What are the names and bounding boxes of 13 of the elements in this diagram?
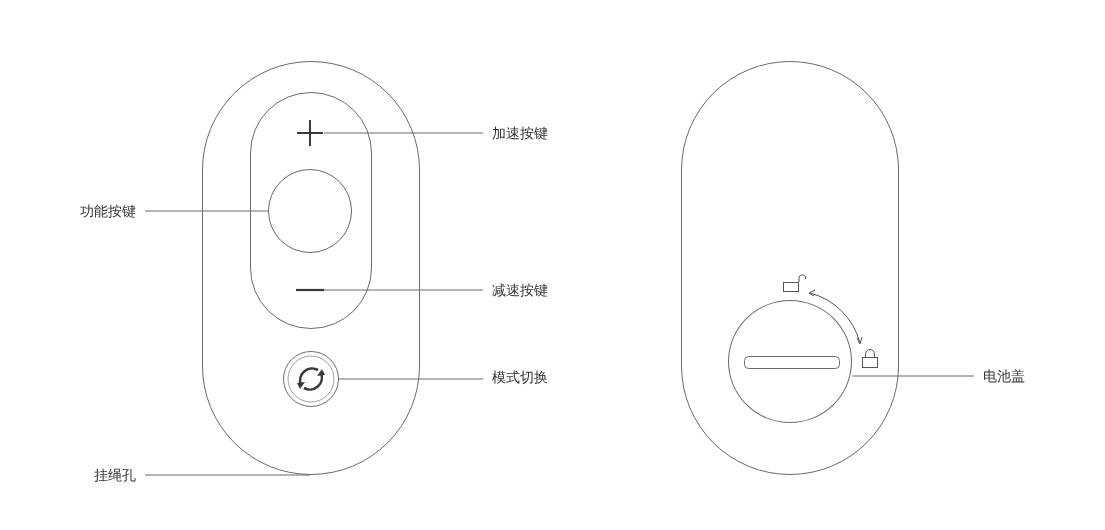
leader-line [338, 378, 484, 380]
leader-line [323, 289, 484, 291]
callout-label: 电池盖 [974, 366, 1044, 386]
leader-line [144, 474, 311, 476]
leader-line [323, 132, 484, 134]
leader-line [144, 210, 269, 212]
leader-line [851, 375, 975, 377]
callout-label: 加速按键 [483, 123, 573, 143]
battery-cover [728, 300, 852, 423]
callout-label: 挂绳孔 [72, 465, 145, 485]
callout-label: 功能按键 [54, 201, 145, 221]
callout-label: 减速按键 [483, 280, 573, 300]
callout-label: 模式切换 [483, 367, 573, 387]
